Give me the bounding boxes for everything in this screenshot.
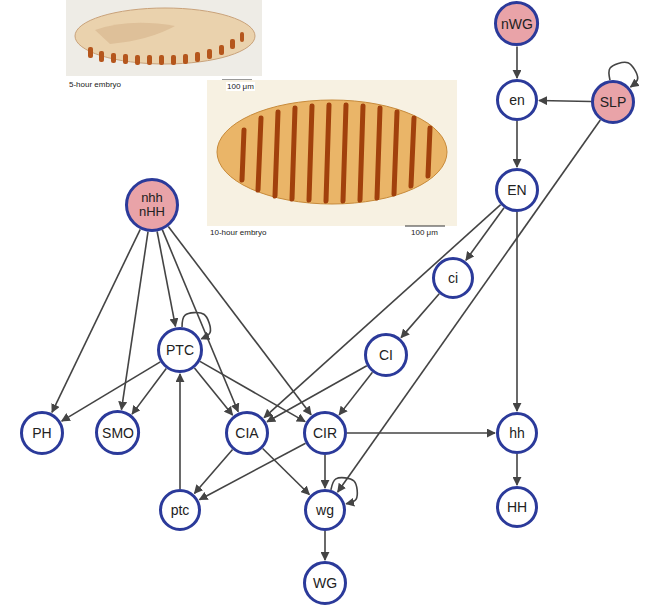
gene-node: CIR bbox=[303, 411, 347, 455]
regulation-arrow bbox=[132, 368, 166, 414]
regulation-arrow bbox=[157, 232, 175, 327]
gene-node: hh bbox=[496, 412, 538, 454]
regulation-arrow bbox=[324, 455, 326, 488]
node-label: wg bbox=[316, 503, 334, 518]
regulation-arrow bbox=[401, 294, 439, 338]
regulation-arrow bbox=[516, 212, 518, 411]
embryo-photo-5h bbox=[66, 0, 262, 80]
gene-node: SMO bbox=[95, 410, 140, 455]
regulation-arrow bbox=[516, 47, 518, 78]
node-label: ci bbox=[448, 271, 458, 286]
node-label: CIA bbox=[235, 426, 258, 441]
node-label: PH bbox=[32, 426, 51, 441]
node-label: nhh nHH bbox=[135, 191, 169, 218]
gene-node: EN bbox=[495, 168, 539, 212]
node-label: ptc bbox=[171, 503, 190, 518]
regulation-arrow bbox=[179, 374, 181, 489]
scale-bar-label: 100 μm bbox=[226, 82, 255, 91]
node-outline bbox=[498, 414, 537, 453]
node-outline bbox=[305, 413, 346, 454]
gene-node: nhh nHH bbox=[125, 178, 179, 232]
gene-node: PTC bbox=[157, 327, 203, 373]
regulation-arrow bbox=[162, 230, 238, 412]
gene-node: CIA bbox=[225, 411, 269, 455]
gene-node: ptc bbox=[159, 489, 201, 531]
node-label: HH bbox=[507, 500, 527, 515]
gene-node: PH bbox=[20, 411, 64, 455]
node-outline bbox=[496, 3, 538, 45]
gene-node: HH bbox=[496, 486, 538, 528]
node-outline bbox=[498, 488, 537, 527]
node-label: CI bbox=[379, 348, 393, 363]
regulation-arrow bbox=[516, 454, 518, 485]
node-label: CIR bbox=[313, 426, 337, 441]
node-outline bbox=[22, 413, 63, 454]
node-label: PTC bbox=[166, 343, 194, 358]
node-label: SLP bbox=[600, 95, 626, 110]
regulation-arrow bbox=[466, 208, 504, 260]
regulation-arrow bbox=[539, 100, 591, 101]
node-label: WG bbox=[313, 576, 337, 591]
gene-node: CI bbox=[364, 333, 408, 377]
regulation-arrow bbox=[324, 531, 326, 560]
node-outline bbox=[161, 491, 200, 530]
gene-node: wg bbox=[304, 489, 346, 531]
regulation-arrow bbox=[338, 120, 601, 492]
scale-bar-label: 100 μm bbox=[410, 228, 439, 237]
node-outline bbox=[366, 335, 407, 376]
node-label: EN bbox=[507, 183, 526, 198]
photo-caption: 10-hour embryo bbox=[209, 228, 267, 237]
node-outline bbox=[593, 82, 634, 123]
node-outline bbox=[306, 491, 345, 530]
regulation-arrow bbox=[194, 368, 232, 415]
node-outline bbox=[497, 170, 538, 211]
node-outline bbox=[305, 563, 346, 604]
photo-caption: 5-hour embryo bbox=[68, 80, 122, 89]
node-outline bbox=[434, 259, 473, 298]
regulation-arrow bbox=[168, 227, 311, 415]
regulation-arrow bbox=[339, 372, 372, 415]
gene-node: en bbox=[496, 79, 538, 121]
gene-node: WG bbox=[303, 561, 347, 605]
gene-node: ci bbox=[432, 257, 474, 299]
regulation-arrow bbox=[263, 448, 310, 494]
regulation-arrow bbox=[347, 432, 495, 434]
regulation-arrow bbox=[516, 121, 518, 167]
node-label: SMO bbox=[102, 426, 134, 441]
gene-node: SLP bbox=[591, 80, 635, 124]
node-label: en bbox=[509, 93, 525, 108]
node-label: hh bbox=[509, 426, 525, 441]
node-outline bbox=[127, 180, 178, 231]
node-outline bbox=[159, 329, 202, 372]
node-outline bbox=[97, 412, 139, 454]
embryo-photo-10h bbox=[207, 80, 457, 226]
regulation-arrow bbox=[194, 450, 232, 494]
node-outline bbox=[498, 81, 537, 120]
gene-node: nWG bbox=[494, 1, 539, 46]
node-label: nWG bbox=[501, 17, 533, 32]
regulation-arrow bbox=[52, 229, 140, 412]
node-outline bbox=[227, 413, 268, 454]
